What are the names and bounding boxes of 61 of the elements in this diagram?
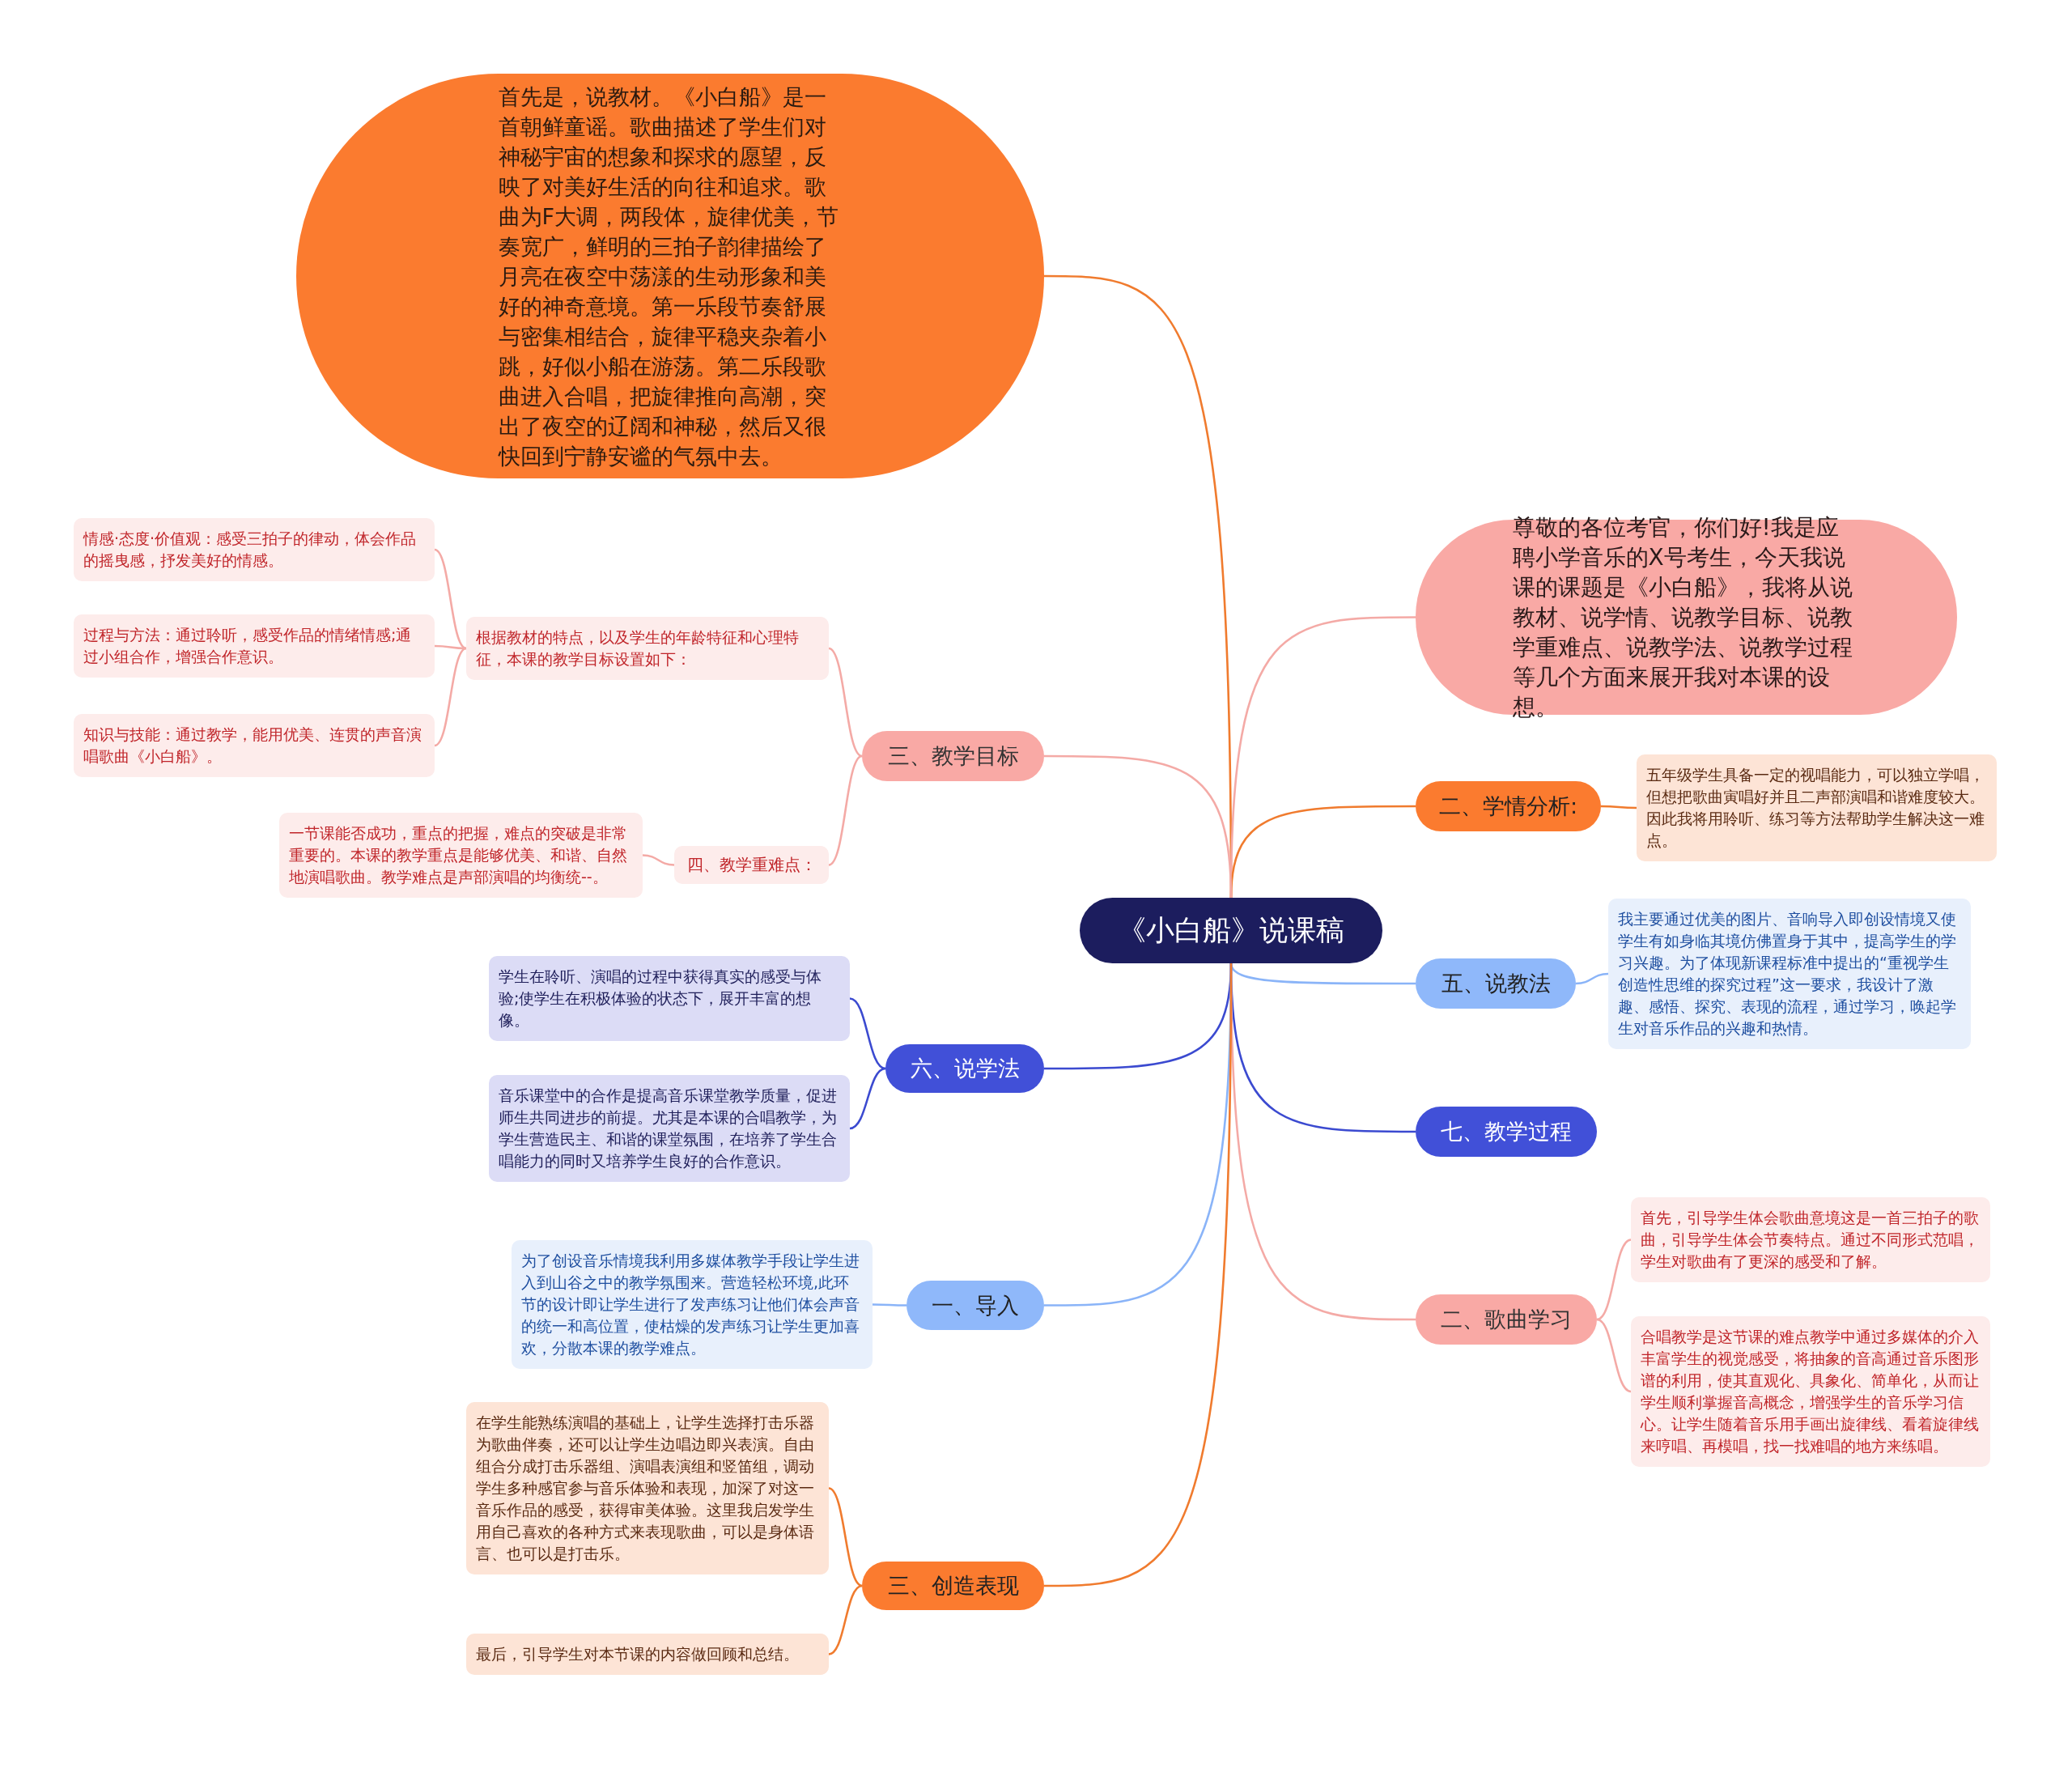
branch-pill [885,1044,1044,1093]
note-card [279,813,643,898]
connector-line [1575,972,1609,985]
node-text: 首先是，说教材。《小白船》是一首朝鲜童谣。歌曲描述了学生们对神秘宇宙的想象和探求的愿望，反映了对美好生活的向往和追求。歌曲为F大调，两段体，旋律优美，节奏宽广，鲜明的三拍子韵律描绘了月亮在夜空中荡漾的生动形象和美好的神奇意境。第一乐段节奏舒展与密集相结合，旋律平稳夹杂着小跳，好似小船在游荡。第二乐段歌曲进入合唱，把旋律推向高潮，突出了夜空的辽阔和神秘，然后又很快回到宁静安谧的气氛中去。 [498,83,840,470]
note-card [466,1634,829,1675]
connector-line [1596,1239,1632,1321]
node-text: 《小白船》说课稿 [1118,913,1344,948]
connector-line [435,644,466,650]
node-text: 过程与方法：通过聆听，感受作品的情绪情感;通过小组合作，增强合作意识。 [83,625,413,667]
node-text: 二、学情分析: [1438,793,1578,820]
note-card [74,614,435,678]
connector-line [1596,1318,1632,1393]
node-text: 在学生能熟练演唱的基础上，让学生选择打击乐器为歌曲伴奏，还可以让学生边唱边即兴表演。自由组合分成打击乐器组、演唱表演组和竖笛组，调动学生多种感官参与音乐体验和表现，加深了对这一音乐作品的感受，获得审美体验。这里我启发学生用自己喜欢的各种方式来表现歌曲，可以是身体语言、也可以是打击乐。 [476,1413,815,1564]
node-text: 我主要通过优美的图片、音响导入即创设情境又使学生有如身临其境仿佛置身于其中，提高学生的学习兴趣。为了体现新课程标准中提出的“重视学生创造性思维的探究过程”这一要求，我设计了激趣、感悟、探究、表现的流程，通过学习，唤起学生对音乐作品的兴趣和热情。 [1618,909,1957,1039]
node-text: 五、说教法 [1441,970,1551,997]
node-text: 学生在聆听、演唱的过程中获得真实的感受与体验;使学生在积极体验的状态下，展开丰富的想像。 [499,967,822,1030]
connector-line [849,997,886,1070]
node-text: 情感·态度·价值观：感受三拍子的律动，体会作品的摇曳感，抒发美好的情感。 [83,529,418,571]
connector-line [1044,754,1233,899]
connector-line [849,1067,886,1130]
connector-line [1044,963,1233,1587]
node-text: 一、导入 [932,1291,1019,1319]
node-text: 四、教学重难点： [686,854,817,876]
note-card [1631,1316,1990,1467]
connector-line [828,1584,863,1655]
node-text: 尊敬的各位考官，你们好!我是应聘小学音乐的X号考生，今天我说课的课题是《小白船》，我将从说教材、说学情、说教学目标、说教学重难点、说教学法、说教学过程等几个方面来展开我对本课的设想。 [1512,513,1853,722]
node-text: 知识与技能：通过教学，能用优美、连贯的声音演唱歌曲《小白船》。 [83,725,422,767]
node-text: 二、歌曲学习 [1441,1306,1572,1333]
note-card [74,518,435,581]
note-card [466,1402,829,1574]
connector-line [1601,805,1637,810]
note-card [466,617,829,680]
node-text: 根据教材的特点，以及学生的年龄特征和心理特征，本课的教学目标设置如下： [476,627,800,669]
connector-line [434,548,467,650]
note-card [1631,1197,1990,1282]
note-card [512,1240,873,1369]
connector-line [828,1487,863,1587]
connector-line [828,647,863,758]
node-text: 最后，引导学生对本节课的内容做回顾和总结。 [476,1644,800,1664]
note-card [489,956,850,1041]
node-text: 合唱教学是这节课的难点教学中通过多媒体的介入丰富学生的视觉感受，将抽象的音高通过音乐图形谱的利用，使其直观化、具象化、简单化，从而让学生顺利掌握音高概念，增强学生的音乐学习信心。让学生随着音乐用手画出旋律线、看着旋律线来哼唱、再模唱，找一找难唱的地方来练唱。 [1641,1327,1980,1456]
node-text: 一节课能否成功，重点的把握，难点的突破是非常重要的。本课的教学重点是能够优美、和谐、自然地演唱歌曲。教学难点是声部演唱的均衡统--。 [289,823,628,887]
node-text: 三、创造表现 [887,1572,1019,1600]
note-card [489,1075,850,1182]
connector-line [1229,962,1416,985]
node-text: 为了创设音乐情境我利用多媒体教学手段让学生进入到山谷之中的教学氛围来。营造轻松环境,此环节的设计即让学生进行了发声练习让他们体会声音的统一和高位置，使枯燥的发声练习让学生更加喜欢，分散本课的教学难点。 [521,1251,860,1358]
note-card [74,714,435,777]
note-card [1637,754,1997,861]
node-text: 七、教学过程 [1441,1118,1572,1145]
node-text: 三、教学目标 [887,742,1019,770]
connector-line [828,754,863,866]
branch-pill [862,1562,1044,1610]
node-text: 六、说学法 [910,1055,1020,1082]
node-text: 五年级学生具备一定的视唱能力，可以独立学唱，但想把歌曲寅唱好并且二声部演唱和谐难度较大。因此我将用聆听、练习等方法帮助学生解决这一难点。 [1646,765,1985,851]
note-card [1608,899,1971,1049]
connector-line [642,854,675,866]
subtopic-box [674,846,829,884]
connector-line [434,647,467,747]
node-text: 首先，引导学生体会歌曲意境这是一首三拍子的歌曲，引导学生体会节奏特点。通过不同形式范唱，学生对歌曲有了更深的感受和了解。 [1641,1208,1980,1272]
connector-line [873,1303,906,1307]
node-text: 音乐课堂中的合作是提高音乐课堂教学质量，促进师生共同进步的前提。尤其是本课的合唱教学，为学生营造民主、和谐的课堂氛围，在培养了学生合唱能力的同时又培养学生良好的合作意识。 [499,1086,838,1171]
